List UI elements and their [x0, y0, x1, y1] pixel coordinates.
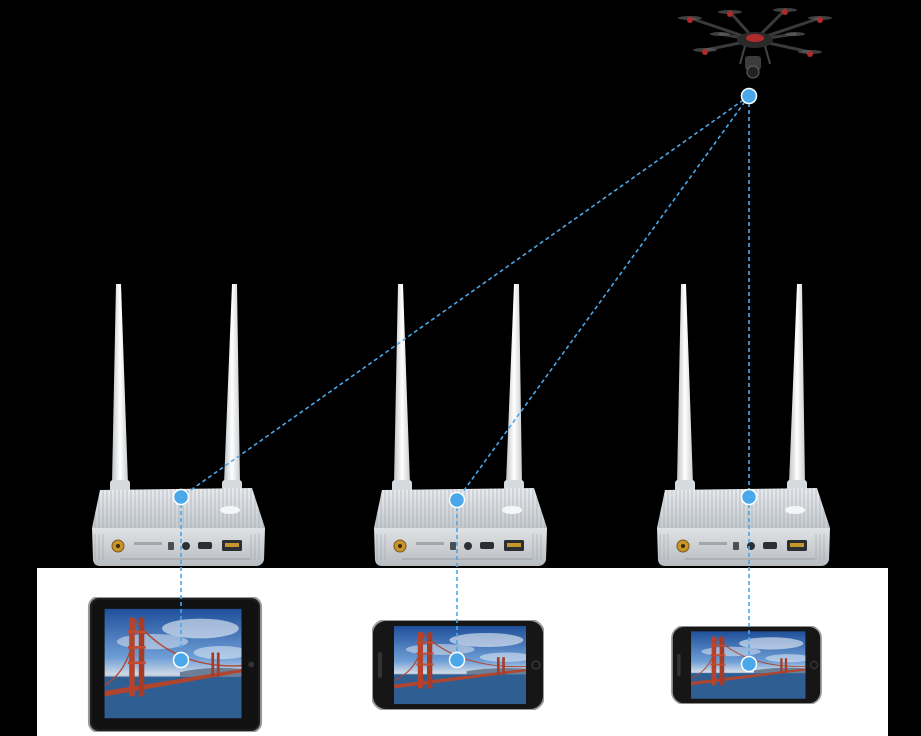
drone-icon: [678, 8, 832, 79]
link-nodes: [172, 87, 758, 673]
receiver-node: [172, 488, 190, 506]
source-node: [740, 87, 758, 105]
receiver-node: [740, 488, 758, 506]
wireless-receiver-icon: [91, 283, 266, 567]
display-node: [172, 651, 190, 669]
receiver-node: [448, 491, 466, 509]
display-node: [448, 651, 466, 669]
wireless-receiver-icon: [373, 283, 548, 567]
wireless-receiver-icon: [656, 283, 831, 567]
display-node: [740, 655, 758, 673]
signal-links: [180, 95, 750, 664]
wireless-link-line: [456, 95, 750, 501]
wireless-link-line: [180, 95, 750, 498]
